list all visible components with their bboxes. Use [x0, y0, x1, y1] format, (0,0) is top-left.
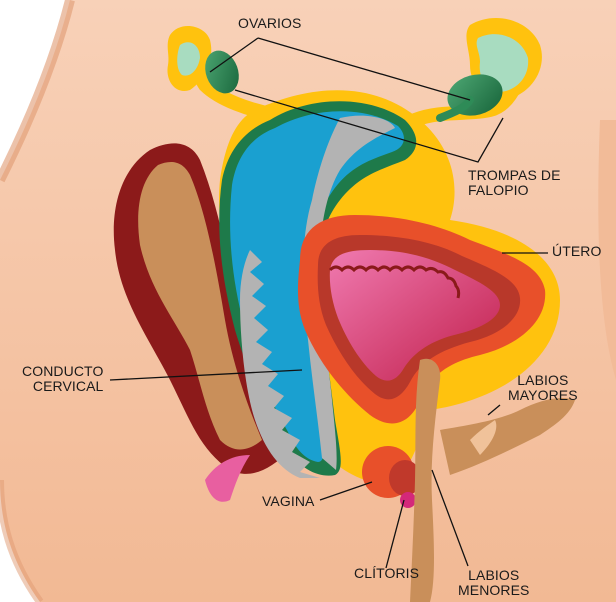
label-labios-menores: LABIOS MENORES: [458, 568, 530, 598]
label-vagina: VAGINA: [262, 494, 314, 509]
label-clitoris: CLÍTORIS: [354, 566, 419, 581]
label-ovarios: OVARIOS: [238, 16, 301, 31]
label-trompas-de-falopio: TROMPAS DE FALOPIO: [468, 168, 561, 198]
label-labios-mayores: LABIOS MAYORES: [508, 373, 578, 403]
label-utero: ÚTERO: [552, 244, 602, 259]
label-conducto-cervical: CONDUCTO CERVICAL: [22, 364, 103, 394]
